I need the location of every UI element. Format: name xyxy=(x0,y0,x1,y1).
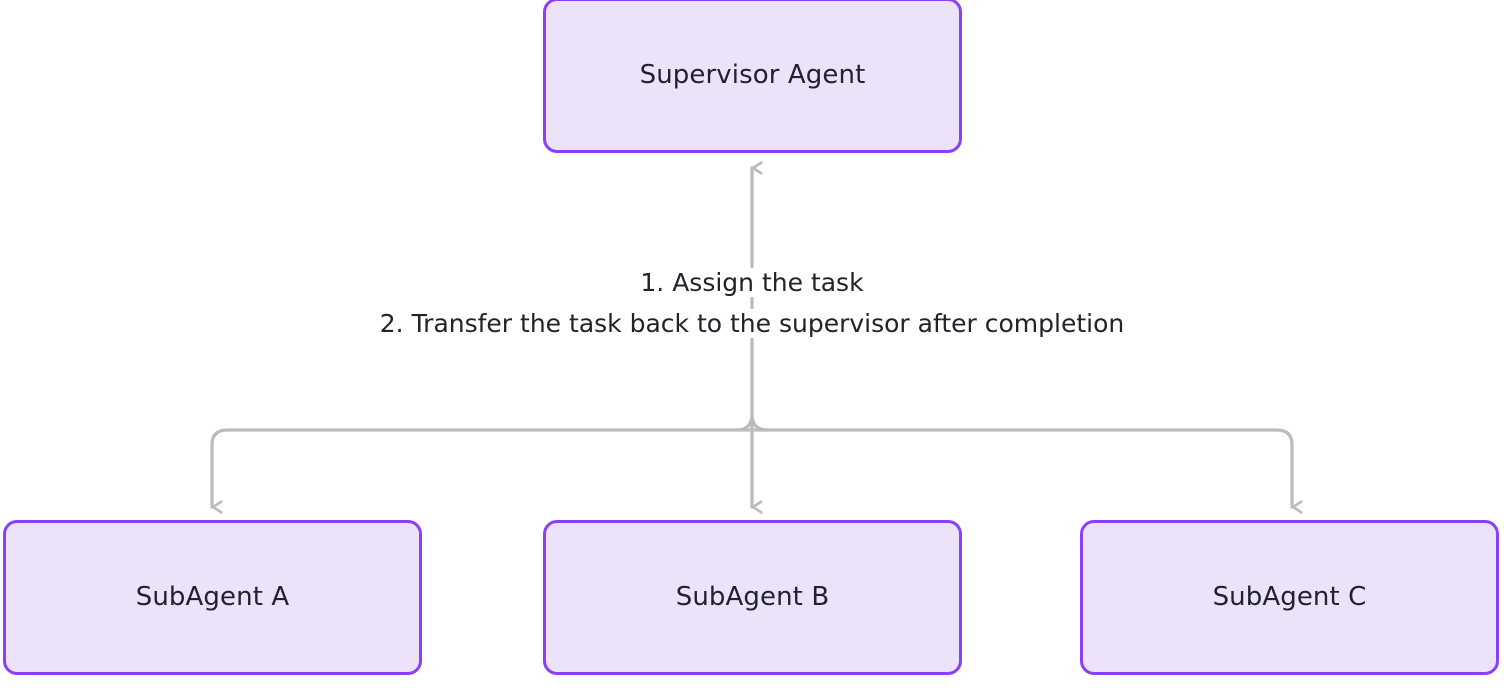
edge-label-group: 1. Assign the task 2. Transfer the task … xyxy=(0,262,1504,344)
junction-fillet-left xyxy=(735,415,754,432)
edge-label-line-1: 1. Assign the task xyxy=(0,262,1504,303)
junction-fillet-right xyxy=(750,415,769,432)
edge-supervisor-to-subagent-c xyxy=(750,428,1292,507)
node-supervisor-agent-label: Supervisor Agent xyxy=(639,59,866,90)
node-subagent-a[interactable]: SubAgent A xyxy=(3,520,422,675)
node-supervisor-agent[interactable]: Supervisor Agent xyxy=(543,0,962,153)
node-subagent-c-label: SubAgent C xyxy=(1212,581,1367,612)
node-subagent-c[interactable]: SubAgent C xyxy=(1080,520,1499,675)
node-subagent-b-label: SubAgent B xyxy=(675,581,830,612)
node-subagent-b[interactable]: SubAgent B xyxy=(543,520,962,675)
edge-supervisor-to-subagent-a xyxy=(210,428,754,507)
node-subagent-a-label: SubAgent A xyxy=(135,581,290,612)
edge-label-line-2: 2. Transfer the task back to the supervi… xyxy=(0,303,1504,344)
